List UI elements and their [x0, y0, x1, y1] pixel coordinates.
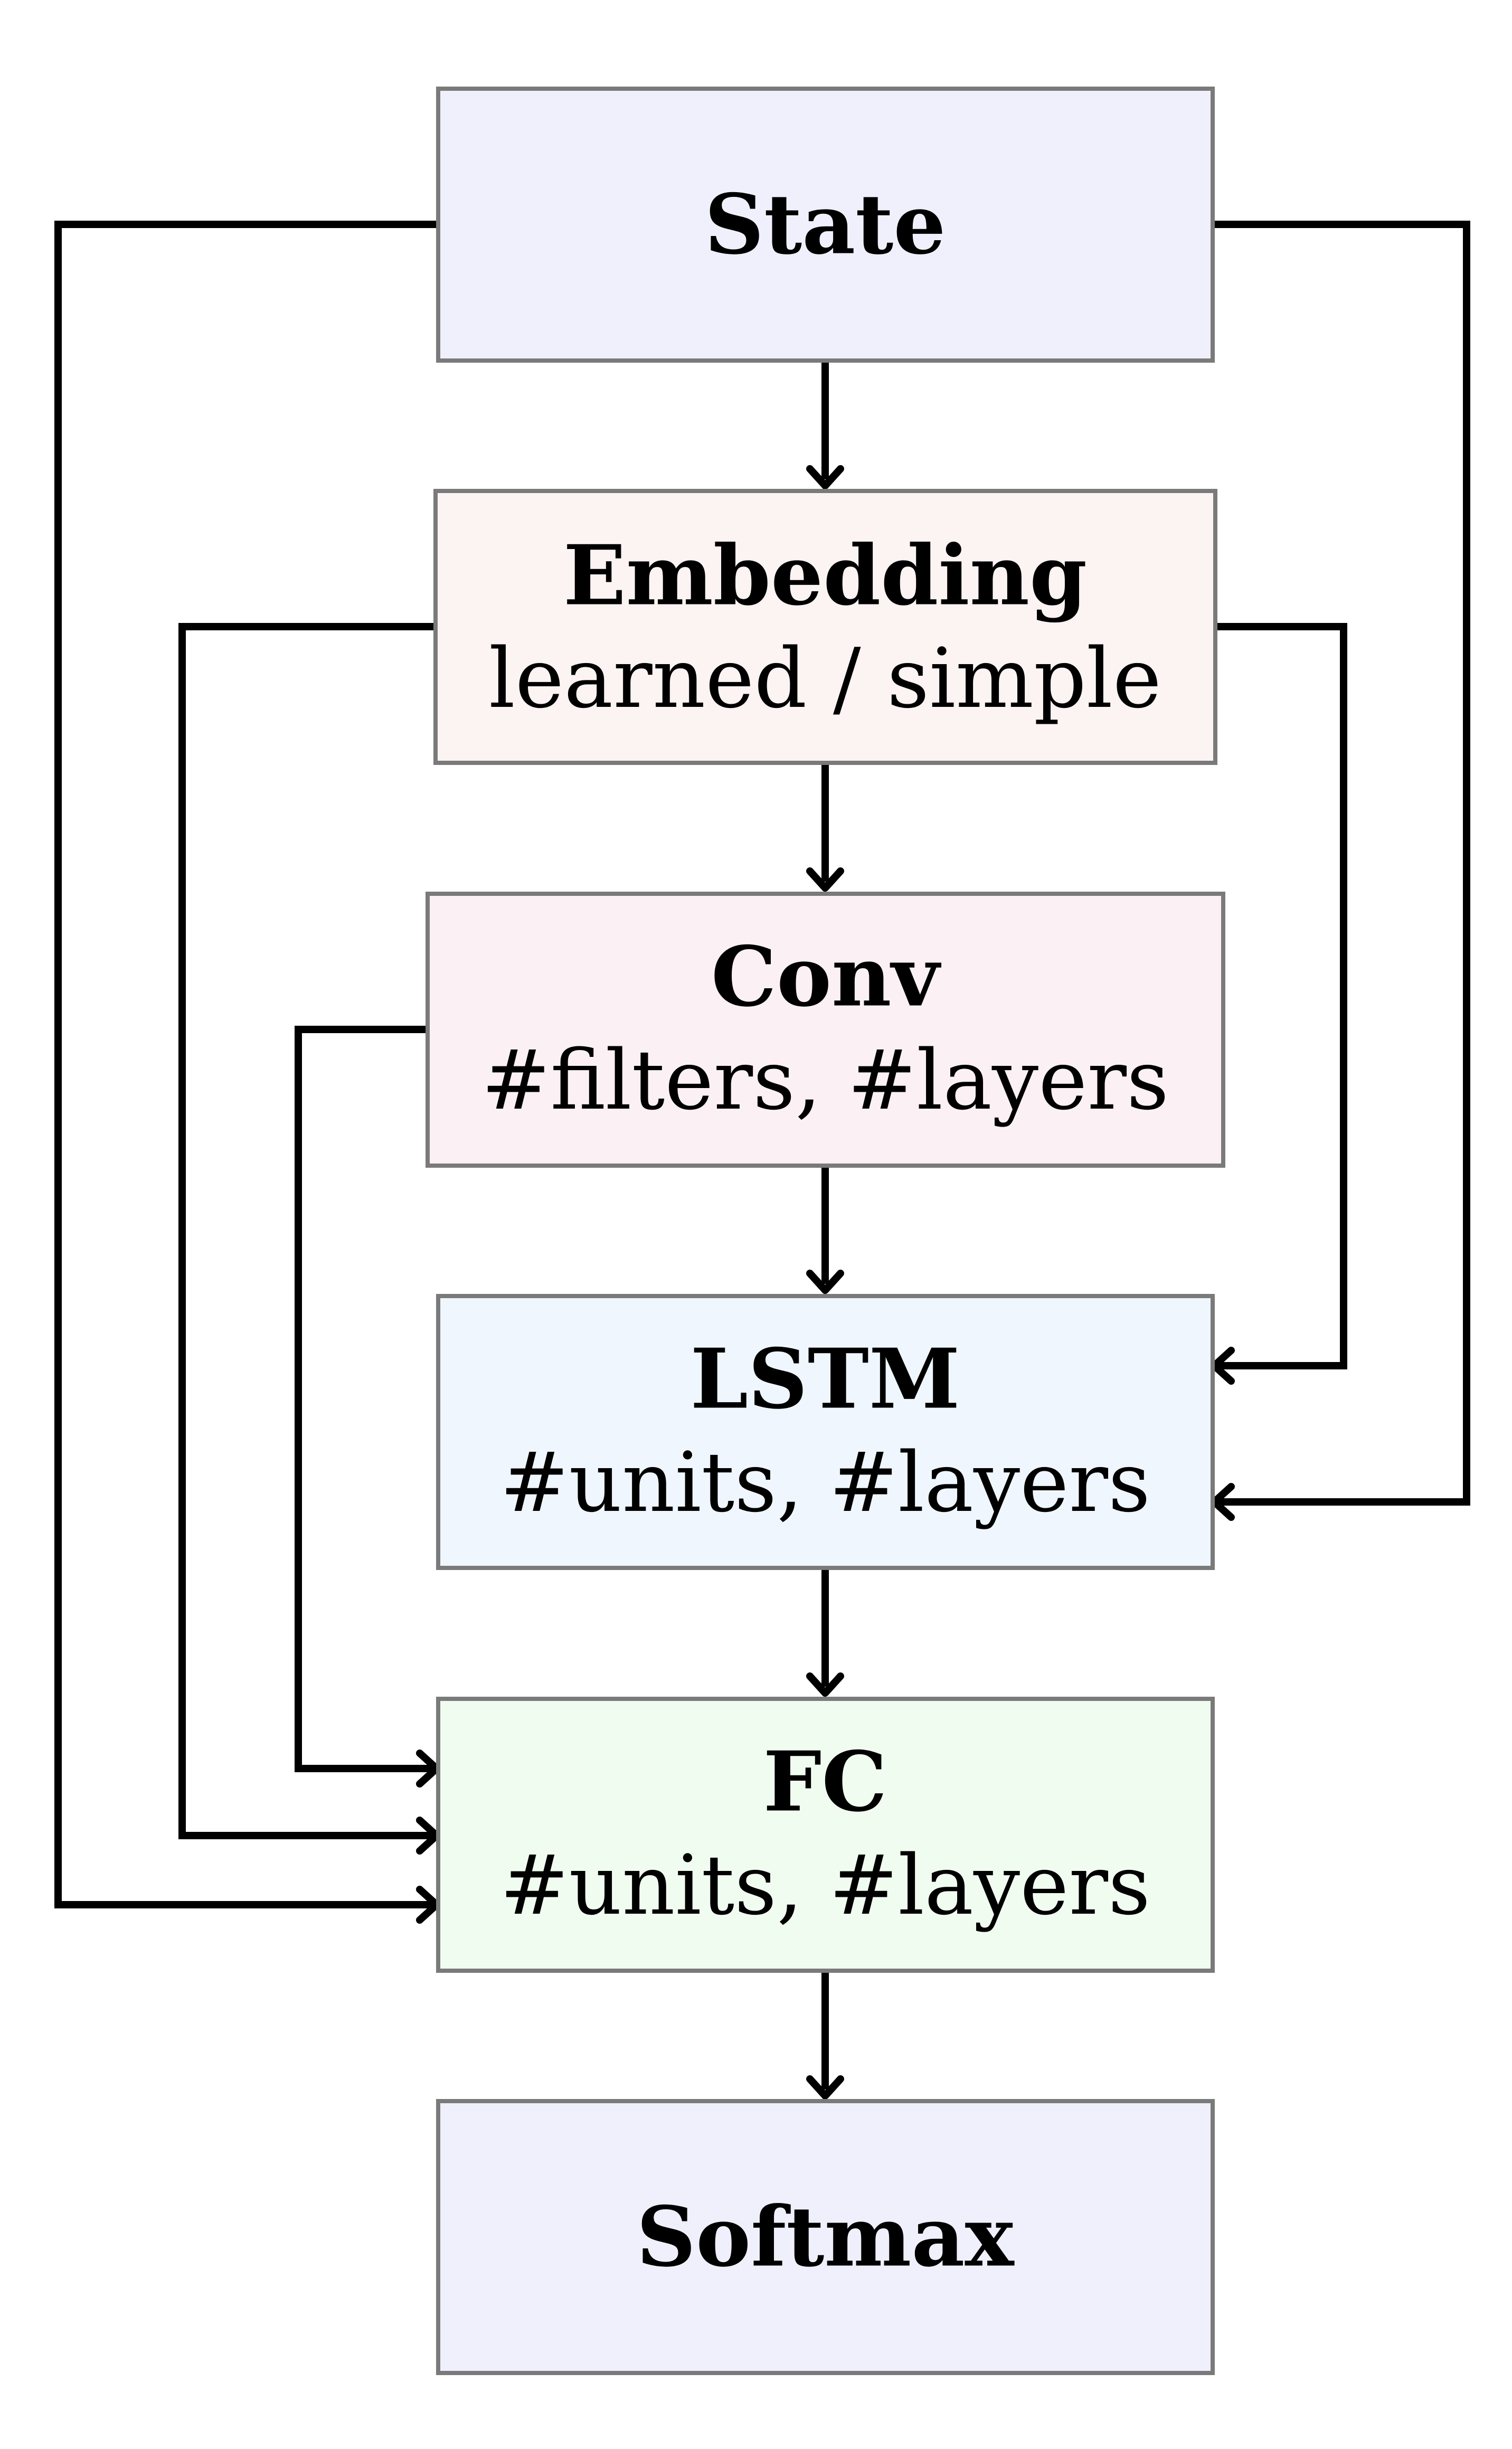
edges [54, 221, 1470, 2100]
arrowhead-state-embedding [806, 465, 844, 489]
node-embedding-subtitle: learned / simple [489, 630, 1161, 726]
node-conv: Conv #filters, #layers [426, 892, 1225, 1168]
node-softmax-box [436, 2099, 1215, 2375]
node-lstm-subtitle: #units, #layers [500, 1434, 1150, 1530]
arrowhead-fc-softmax [806, 2075, 844, 2100]
node-state: State [436, 87, 1215, 363]
node-conv-subtitle: #filters, #layers [481, 1032, 1169, 1128]
node-fc-title: FC [763, 1734, 887, 1830]
node-state-box [436, 87, 1215, 363]
edge-embedding-fc [178, 623, 436, 1839]
node-conv-title: Conv [711, 929, 942, 1025]
node-lstm-title: LSTM [690, 1331, 960, 1427]
node-conv-box [426, 892, 1225, 1168]
edge-state-fc [54, 221, 438, 1908]
node-fc: FC #units, #layers [436, 1697, 1215, 1973]
edge-conv-fc [295, 1026, 432, 1772]
node-embedding-title: Embedding [563, 527, 1087, 624]
node-softmax: Softmax [436, 2099, 1215, 2375]
arrowhead-lstm-fc [806, 1672, 844, 1697]
node-lstm-box [436, 1294, 1215, 1570]
edge-embedding-lstm [1215, 623, 1347, 1369]
node-fc-subtitle: #units, #layers [500, 1837, 1150, 1933]
node-fc-box [436, 1697, 1215, 1973]
node-embedding-box [433, 489, 1217, 765]
node-softmax-title: Softmax [636, 2189, 1015, 2285]
edge-state-lstm [1213, 221, 1470, 1506]
node-state-title: State [704, 176, 946, 273]
node-lstm: LSTM #units, #layers [436, 1294, 1215, 1570]
node-embedding: Embedding learned / simple [433, 489, 1217, 765]
arrowhead-embedding-conv [806, 867, 844, 892]
arrowhead-conv-lstm [806, 1270, 844, 1294]
